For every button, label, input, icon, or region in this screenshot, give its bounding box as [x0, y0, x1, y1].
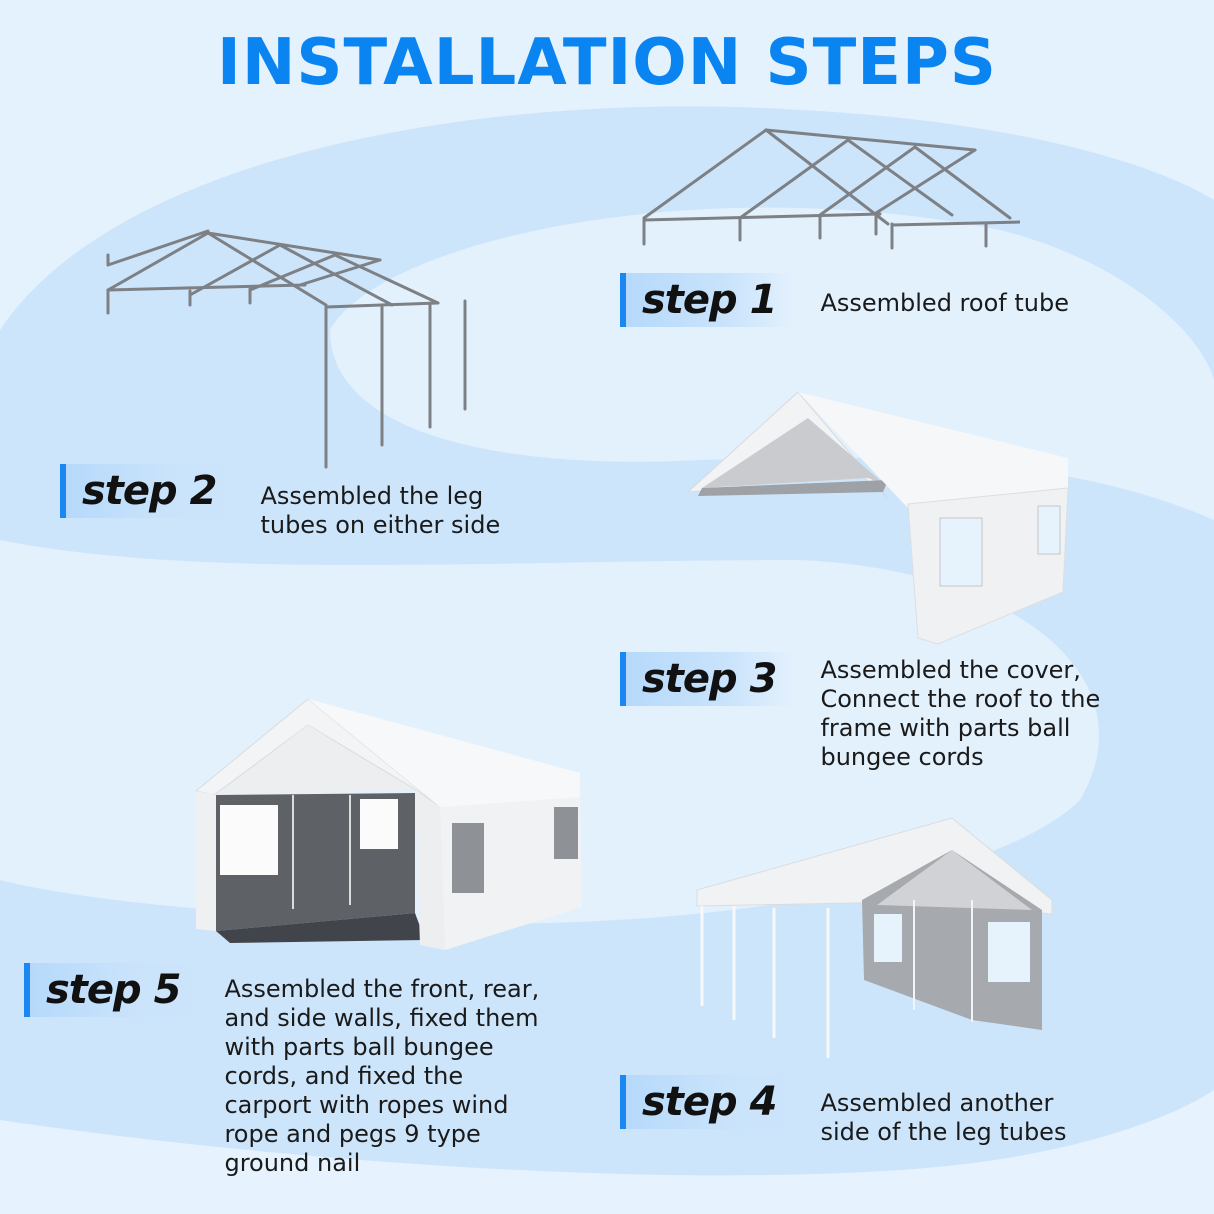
step-1: step 1 Assembled roof tube — [620, 273, 1069, 327]
step-1-badge: step 1 — [620, 273, 795, 327]
page-title: INSTALLATION STEPS — [217, 26, 997, 100]
step-3: step 3 Assembled the cover, Connect the … — [620, 652, 1100, 772]
canopy-open-legs-icon — [696, 817, 1053, 1058]
step-2-badge: step 2 — [60, 464, 235, 518]
step-3-badge: step 3 — [620, 652, 795, 706]
step-5-badge: step 5 — [24, 963, 199, 1017]
step-2-description: Assembled the leg tubes on either side — [260, 482, 501, 539]
step-4-description: Assembled another side of the leg tubes — [820, 1089, 1067, 1146]
step-4: step 4 Assembled another side of the leg… — [620, 1075, 1066, 1147]
canopy-one-side-icon — [686, 391, 1069, 645]
frame-with-legs-icon — [106, 229, 467, 469]
step-1-description: Assembled roof tube — [820, 289, 1069, 317]
step-2: step 2 Assembled the leg tubes on either… — [60, 464, 500, 540]
step-3-description: Assembled the cover, Connect the roof to… — [820, 656, 1101, 771]
step-5: step 5 Assembled the front, rear, and si… — [24, 963, 539, 1178]
step-4-badge: step 4 — [620, 1075, 795, 1129]
carport-complete-icon — [194, 698, 582, 950]
roof-frame-icon — [642, 128, 1020, 250]
step-5-description: Assembled the front, rear, and side wall… — [224, 975, 540, 1177]
